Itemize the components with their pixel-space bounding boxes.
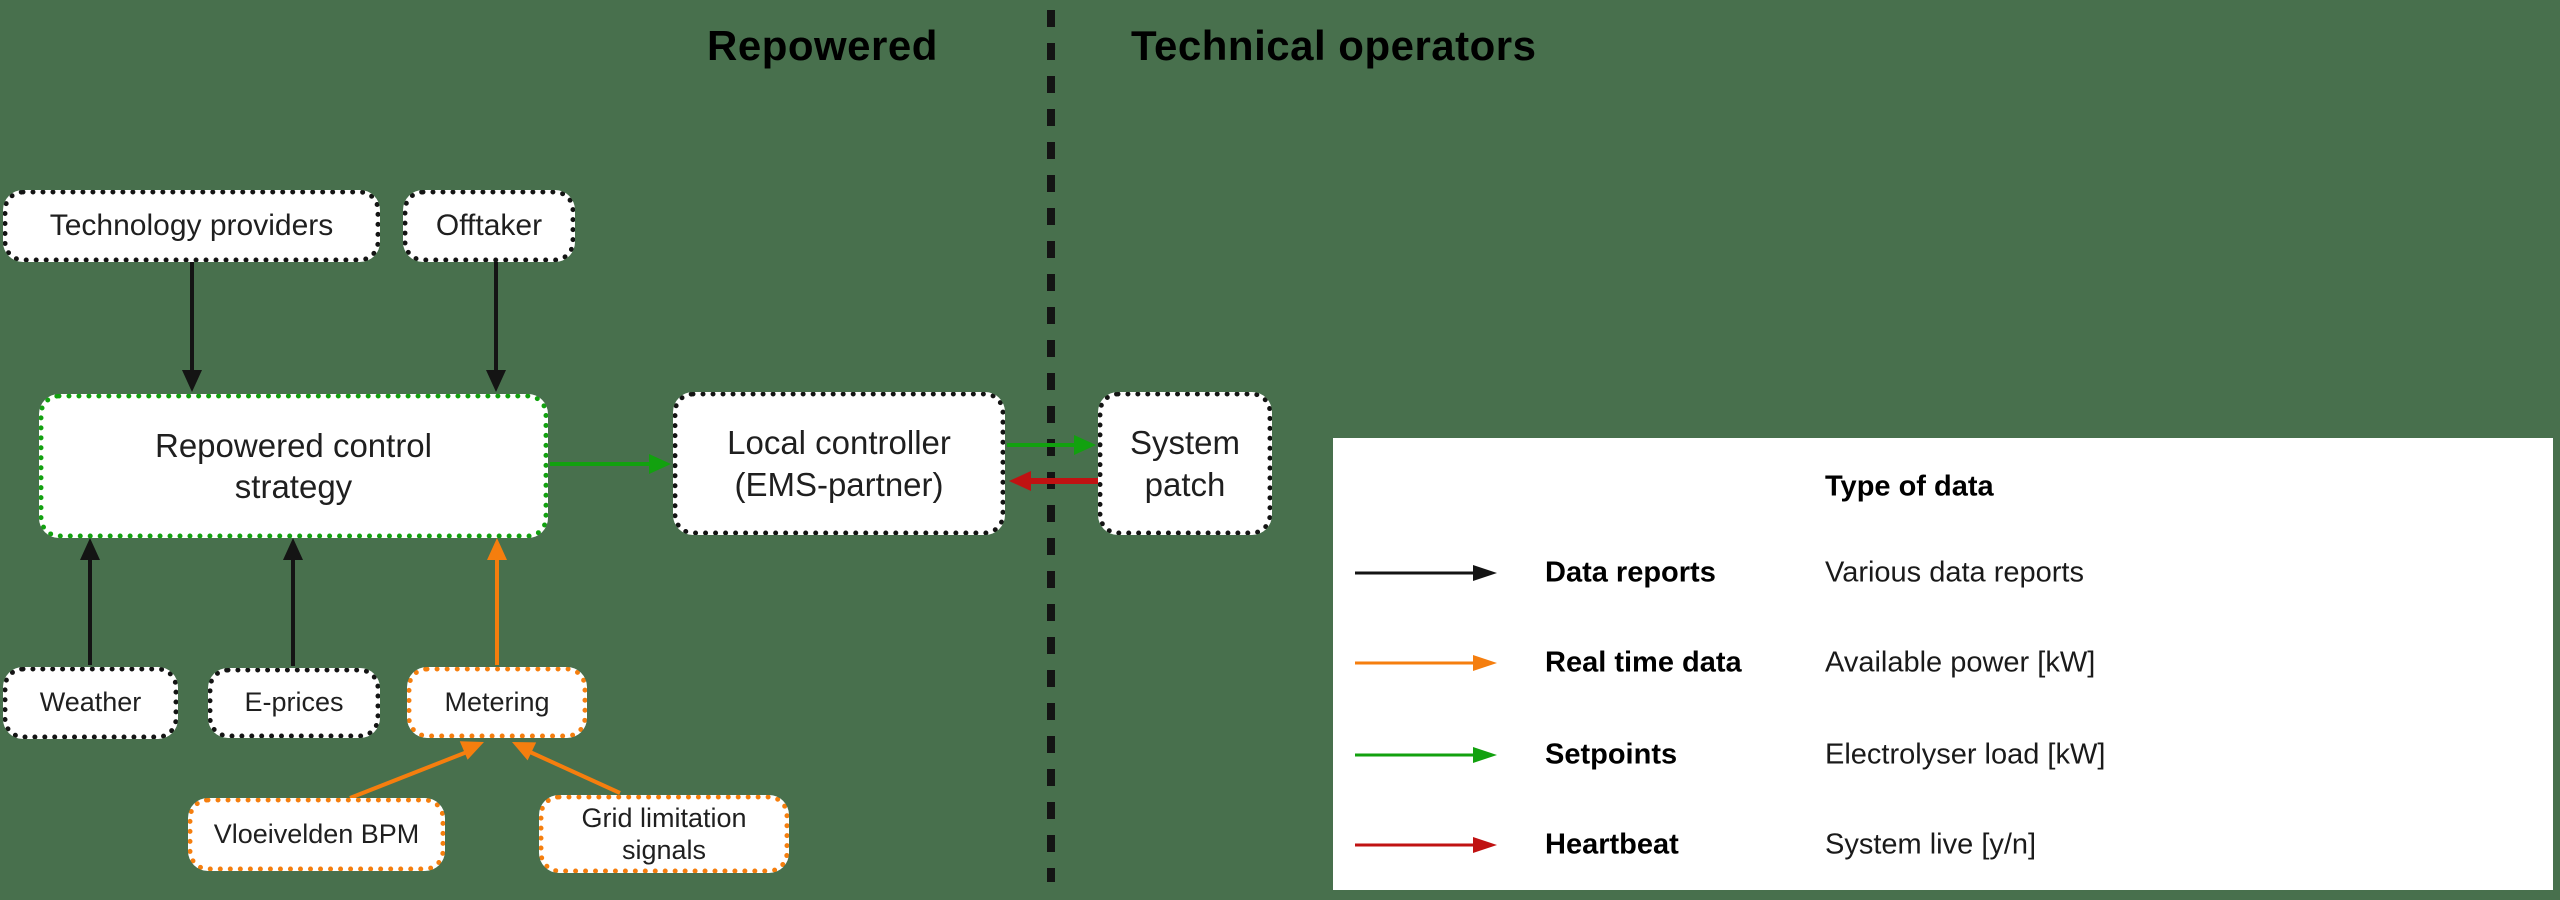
- arrowhead-down-icon: [182, 370, 202, 392]
- box-repowered-control-strategy: Repowered control strategy: [39, 394, 548, 538]
- box-e-prices-label: E-prices: [244, 687, 344, 718]
- box-offtaker: Offtaker: [403, 190, 575, 262]
- box-vloeivelden-bpm: Vloeivelden BPM: [188, 798, 445, 871]
- legend-row-real-time-data: Real time data Available power [kW]: [1333, 639, 2553, 687]
- arrowhead-down-icon: [486, 370, 506, 392]
- legend-desc-real-time-data: Available power [kW]: [1825, 646, 2096, 679]
- box-vloeivelden-bpm-label: Vloeivelden BPM: [213, 818, 420, 849]
- box-repowered-control-strategy-line2: strategy: [234, 468, 353, 505]
- legend-desc-setpoints: Electrolyser load [kW]: [1825, 738, 2106, 771]
- box-offtaker-label: Offtaker: [435, 209, 543, 243]
- legend-label-real-time-data: Real time data: [1545, 646, 1742, 679]
- arrowhead-up-icon: [283, 538, 303, 560]
- box-system-patch-line2: patch: [1144, 465, 1226, 503]
- arrow-local-controller-to-system-patch: [1007, 435, 1096, 455]
- arrowhead-diagonal-icon: [512, 742, 537, 761]
- arrow-grid-limitation-to-metering: [512, 742, 621, 795]
- box-e-prices: E-prices: [208, 668, 380, 738]
- legend-label-data-reports: Data reports: [1545, 556, 1716, 589]
- box-technology-providers: Technology providers: [3, 190, 380, 262]
- legend-row-setpoints: Setpoints Electrolyser load [kW]: [1333, 731, 2553, 779]
- box-metering-label: Metering: [444, 686, 550, 717]
- orange-arrow-icon: [1355, 655, 1497, 671]
- box-metering: Metering: [407, 667, 587, 738]
- legend-label-setpoints: Setpoints: [1545, 738, 1678, 771]
- arrowhead-left-icon: [1009, 471, 1031, 491]
- arrow-technology-providers-to-control-strategy: [182, 262, 202, 392]
- legend-desc-data-reports: Various data reports: [1825, 556, 2084, 589]
- box-system-patch-line1: System: [1129, 424, 1241, 462]
- legend-label-heartbeat: Heartbeat: [1545, 828, 1679, 861]
- arrow-e-prices-to-control-strategy: [283, 538, 303, 666]
- black-arrow-icon: [1355, 565, 1497, 581]
- arrow-weather-to-control-strategy: [80, 538, 100, 665]
- section-heading-technical-operators: Technical operators: [1131, 22, 1537, 69]
- box-technology-providers-label: Technology providers: [49, 209, 334, 243]
- legend-row-heartbeat: Heartbeat System live [y/n]: [1333, 821, 2553, 869]
- arrow-metering-to-control-strategy: [487, 538, 507, 665]
- box-local-controller-line1: Local controller: [727, 424, 951, 462]
- arrow-system-patch-to-local-controller: [1009, 471, 1098, 491]
- legend-header-type-of-data: Type of data: [1825, 470, 1994, 503]
- arrowhead-up-icon: [487, 538, 507, 560]
- green-arrow-icon: [1355, 747, 1497, 763]
- box-grid-limitation-signals: Grid limitation signals: [539, 795, 789, 873]
- legend-panel: Type of data Data reports Various data r…: [1333, 438, 2553, 890]
- box-grid-limitation-line1: Grid limitation: [581, 802, 747, 833]
- arrow-offtaker-to-control-strategy: [486, 262, 506, 392]
- arrow-control-strategy-to-local-controller: [550, 454, 671, 474]
- legend-desc-heartbeat: System live [y/n]: [1825, 828, 2037, 861]
- legend-row-data-reports: Data reports Various data reports: [1333, 549, 2553, 597]
- section-heading-repowered: Repowered: [707, 22, 938, 69]
- arrowhead-diagonal-icon: [459, 741, 484, 760]
- box-weather-label: Weather: [39, 687, 142, 718]
- red-arrow-icon: [1355, 837, 1497, 853]
- box-system-patch: System patch: [1098, 392, 1272, 535]
- arrow-vloeivelden-to-metering: [349, 741, 484, 800]
- arrowhead-up-icon: [80, 538, 100, 560]
- arrowhead-right-icon: [1074, 435, 1096, 455]
- box-grid-limitation-line2: signals: [621, 835, 707, 865]
- box-repowered-control-strategy-line1: Repowered control: [155, 426, 432, 464]
- box-local-controller-line2: (EMS-partner): [734, 465, 944, 503]
- arrowhead-right-icon: [649, 454, 671, 474]
- box-local-controller: Local controller (EMS-partner): [673, 392, 1005, 535]
- box-weather: Weather: [3, 667, 178, 739]
